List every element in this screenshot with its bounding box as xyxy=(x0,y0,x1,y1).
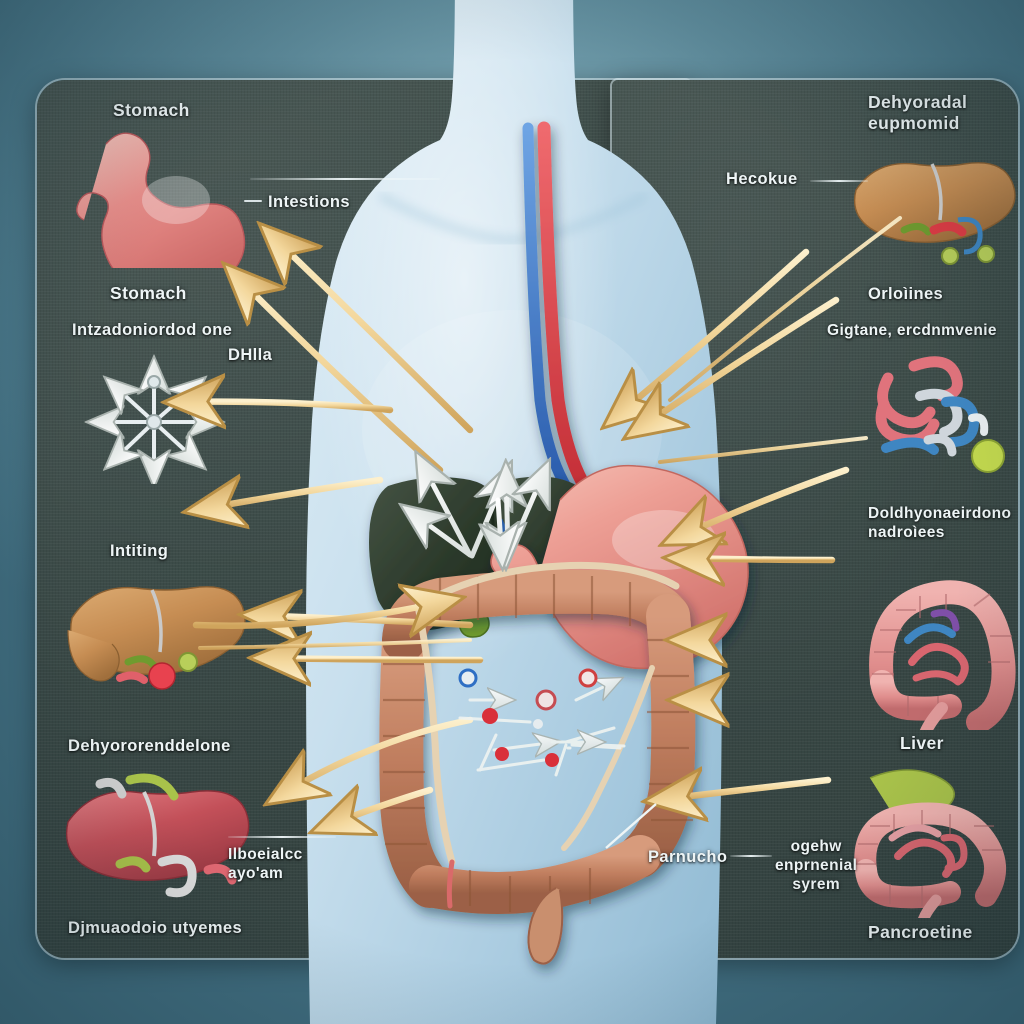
label-hepatic-system: Ilboeialcc ayo'am xyxy=(228,846,303,882)
label-stomach-second: Stomach xyxy=(110,283,187,303)
intestinal-coil-illustration xyxy=(875,356,1005,473)
liver-red-illustration xyxy=(65,773,250,898)
label-liver-right: Liver xyxy=(900,733,944,753)
digestive-system-rule xyxy=(730,855,772,857)
molecule-dot-group xyxy=(458,668,598,767)
label-duodenal-epithelium: Dehyoradal eupmomid xyxy=(868,92,968,134)
label-intitine: Intiting xyxy=(110,542,169,560)
intestines-dash xyxy=(244,200,262,202)
label-dhla: DHlla xyxy=(228,346,273,364)
label-odotines: Orloìines xyxy=(868,285,944,303)
label-intraabdominal: Intzadoniordod one xyxy=(72,321,233,339)
label-glycogen-endocrine: Gigtane, ercdnmvenie xyxy=(827,322,997,339)
colon-gallbladder-illustration xyxy=(854,769,1007,918)
label-stomach-top: Stomach xyxy=(113,100,190,120)
appendix xyxy=(446,859,455,909)
hepatocyte-rule xyxy=(810,180,868,182)
stomach-illustration xyxy=(76,132,246,268)
white-arrow-group xyxy=(408,460,546,560)
label-pancreas-center: Parnucho xyxy=(648,848,728,866)
label-dehydroepiandro: Dehyororenddelone xyxy=(68,737,231,755)
hepatic-system-rule xyxy=(228,836,336,838)
large-intestine-illustration xyxy=(869,580,1016,730)
intestines-rule xyxy=(250,178,440,180)
liver-gallbladder-illustration xyxy=(67,586,246,690)
label-dehydro-nucleotides: Doldhyonaeirdono nadroìees xyxy=(868,505,1012,541)
gold-connector-group xyxy=(198,216,902,650)
label-pancreatine: Pancroetine xyxy=(868,922,973,942)
label-digestive-system: ogehw enprnenial syrem xyxy=(775,838,858,893)
label-hepatocyte: Hecokue xyxy=(726,170,798,188)
label-intestines-callout: Intestions xyxy=(268,193,350,211)
gold-arrow-group xyxy=(176,232,850,828)
label-digestive-enzymes: Djmuaodoio utyemes xyxy=(68,919,243,937)
